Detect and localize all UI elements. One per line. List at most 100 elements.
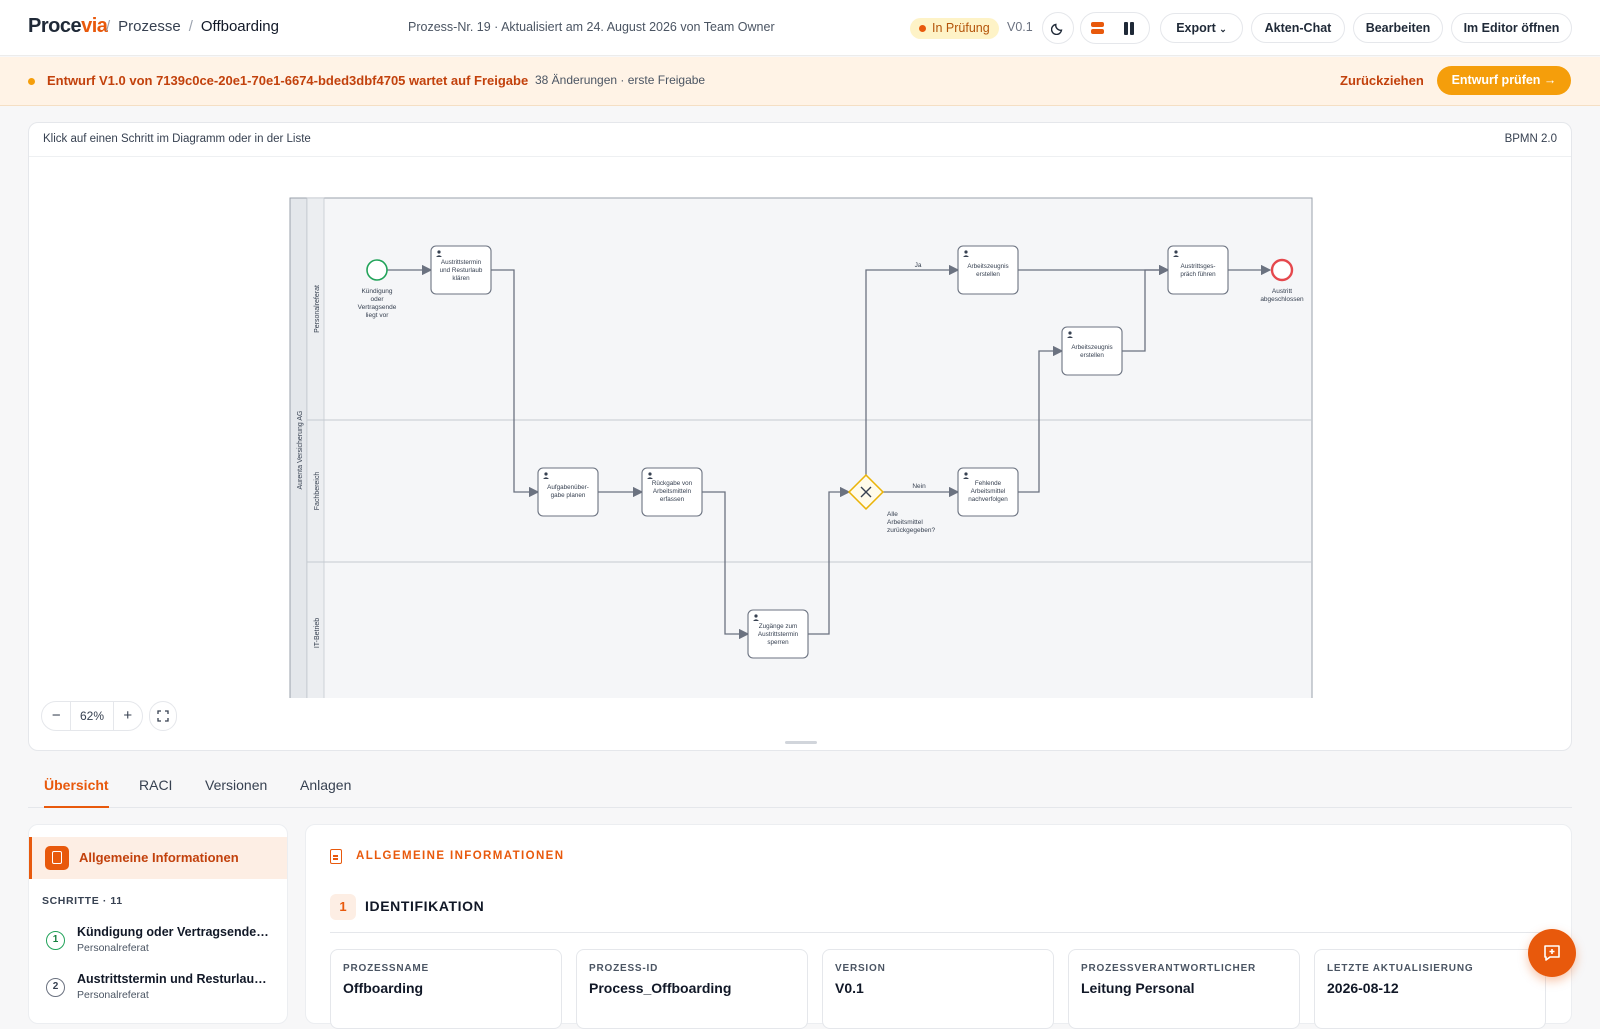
svg-text:Aufgabenüber-: Aufgabenüber-: [547, 484, 589, 491]
export-button[interactable]: Export ⌄: [1160, 13, 1243, 43]
group-title: IDENTIFIKATION: [365, 898, 485, 914]
tab-raci[interactable]: RACI: [139, 777, 173, 793]
svg-text:Austrittstermin: Austrittstermin: [441, 259, 482, 266]
svg-text:klären: klären: [452, 275, 470, 282]
user-icon: [963, 472, 969, 479]
svg-text:erstellen: erstellen: [976, 271, 1000, 278]
review-draft-button[interactable]: Entwurf prüfen →: [1437, 66, 1571, 95]
details-panel: ALLGEMEINE INFORMATIONEN 1 IDENTIFIKATIO…: [305, 824, 1572, 1029]
warning-dot-icon: [28, 78, 35, 85]
step-number: 1: [46, 931, 65, 950]
zoom-in-button[interactable]: +: [123, 707, 133, 724]
step-lane: Personalreferat: [77, 942, 149, 954]
svg-text:Austrittstermin: Austrittstermin: [758, 631, 799, 638]
lane-label-bar: [306, 197, 325, 698]
svg-text:Vertragsende: Vertragsende: [358, 304, 397, 311]
field-prozessname: PROZESSNAME Offboarding: [330, 949, 562, 1029]
field-version: VERSION V0.1: [822, 949, 1054, 1029]
sidebar-panel: Allgemeine Informationen SCHRITTE · 11 1…: [28, 824, 288, 1024]
svg-text:Arbeitsmittel: Arbeitsmittel: [971, 488, 1006, 495]
svg-text:Arbeitszeugnis: Arbeitszeugnis: [967, 263, 1008, 270]
sidebar-item-allgemeine-informationen[interactable]: Allgemeine Informationen: [29, 837, 287, 879]
task-austrittsgespraech[interactable]: Austrittsges-präch führen: [1167, 245, 1229, 295]
svg-text:Arbeitsmitteln: Arbeitsmitteln: [653, 488, 692, 495]
svg-text:Alle: Alle: [887, 511, 898, 518]
svg-text:Zugänge zum: Zugänge zum: [759, 623, 798, 630]
group-number: 1: [330, 894, 356, 920]
draft-message: Entwurf V1.0 von 7139c0ce-20e1-70e1-6674…: [47, 73, 529, 88]
user-icon: [436, 250, 442, 257]
expand-icon: [157, 710, 169, 722]
withdraw-button[interactable]: Zurückziehen: [1340, 73, 1424, 88]
flow-label-yes: Ja: [915, 262, 922, 269]
breadcrumb-prozesse[interactable]: Prozesse: [118, 18, 181, 35]
akten-chat-button[interactable]: Akten-Chat: [1251, 13, 1345, 43]
task-aufgabenuebergabe[interactable]: Aufgabenüber-gabe planen: [537, 467, 599, 517]
end-event[interactable]: [1270, 258, 1294, 282]
svg-text:präch führen: präch führen: [1180, 271, 1216, 278]
logo[interactable]: Procevia: [28, 15, 108, 37]
svg-text:Rückgabe von: Rückgabe von: [652, 480, 693, 487]
svg-text:Arbeitsmittel: Arbeitsmittel: [887, 519, 923, 526]
svg-text:nachverfolgen: nachverfolgen: [968, 496, 1008, 503]
svg-text:Austritt: Austritt: [1272, 288, 1292, 295]
document-icon: [330, 849, 342, 864]
pool-label: Aurenta Versicherung AG: [297, 411, 304, 490]
draft-banner: Entwurf V1.0 von 7139c0ce-20e1-70e1-6674…: [0, 57, 1600, 106]
lane-label-personalreferat: Personalreferat: [314, 285, 321, 333]
user-icon: [963, 250, 969, 257]
divider: [330, 932, 1549, 933]
svg-text:erstellen: erstellen: [1080, 352, 1104, 359]
open-editor-button[interactable]: Im Editor öffnen: [1451, 13, 1572, 43]
steps-title: SCHRITTE · 11: [42, 895, 123, 907]
list-item[interactable]: 2 Austrittstermin und Resturlaub klären …: [42, 972, 282, 1008]
svg-text:zurückgegeben?: zurückgegeben?: [887, 527, 935, 534]
zoom-control: − 62% +: [41, 701, 143, 731]
svg-text:und Resturlaub: und Resturlaub: [440, 267, 483, 274]
bpmn-diagram[interactable]: Aurenta Versicherung AG Personalreferat …: [29, 158, 1571, 698]
tab-versionen[interactable]: Versionen: [205, 777, 268, 793]
flow-label-no: Nein: [912, 483, 926, 490]
field-prozess-id: PROZESS-ID Process_Offboarding: [576, 949, 808, 1029]
svg-text:erfassen: erfassen: [660, 496, 685, 503]
chat-fab-button[interactable]: [1528, 929, 1576, 977]
gateway-label: Alle Arbeitsmittel zurückgegeben?: [887, 511, 935, 534]
diagram-card: Klick auf einen Schritt im Diagramm oder…: [28, 122, 1572, 751]
tab-uebersicht[interactable]: Übersicht: [44, 777, 109, 808]
fullscreen-button[interactable]: [149, 701, 177, 731]
split-layout-icon[interactable]: [1124, 22, 1136, 35]
chat-icon: [1544, 945, 1560, 961]
resize-handle[interactable]: [785, 741, 817, 744]
layout-toggle: [1080, 12, 1150, 44]
top-bar: Procevia / Prozesse / Offboarding Prozes…: [0, 0, 1600, 56]
status-badge: In Prüfung: [910, 18, 999, 39]
list-item[interactable]: 1 Kündigung oder Vertragsende liegt vor …: [42, 925, 282, 961]
svg-text:abgeschlossen: abgeschlossen: [1260, 296, 1304, 303]
breadcrumb-current: Offboarding: [200, 18, 279, 35]
sequence-flows: [387, 264, 1272, 640]
start-event[interactable]: [366, 259, 388, 281]
tab-bar: Übersicht RACI Versionen Anlagen: [28, 768, 1572, 808]
user-icon: [1067, 331, 1073, 338]
start-event-label: Kündigung oder Vertragsende liegt vor: [358, 288, 397, 319]
svg-text:oder: oder: [370, 296, 384, 303]
draft-details: 38 Änderungen · erste Freigabe: [535, 73, 706, 87]
zoom-out-button[interactable]: −: [51, 707, 61, 724]
zoom-level: 62%: [70, 702, 114, 730]
tab-anlagen[interactable]: Anlagen: [300, 777, 352, 793]
theme-toggle-button[interactable]: [1042, 12, 1074, 44]
edit-button[interactable]: Bearbeiten: [1353, 13, 1443, 43]
document-icon: [45, 846, 69, 870]
exclusive-gateway[interactable]: [847, 473, 885, 511]
chevron-down-icon: ⌄: [1219, 24, 1227, 34]
user-icon: [647, 472, 653, 479]
version-label: V0.1: [1007, 20, 1033, 34]
stacked-layout-icon[interactable]: [1091, 22, 1104, 35]
lane-label-fachbereich: Fachbereich: [314, 472, 321, 511]
